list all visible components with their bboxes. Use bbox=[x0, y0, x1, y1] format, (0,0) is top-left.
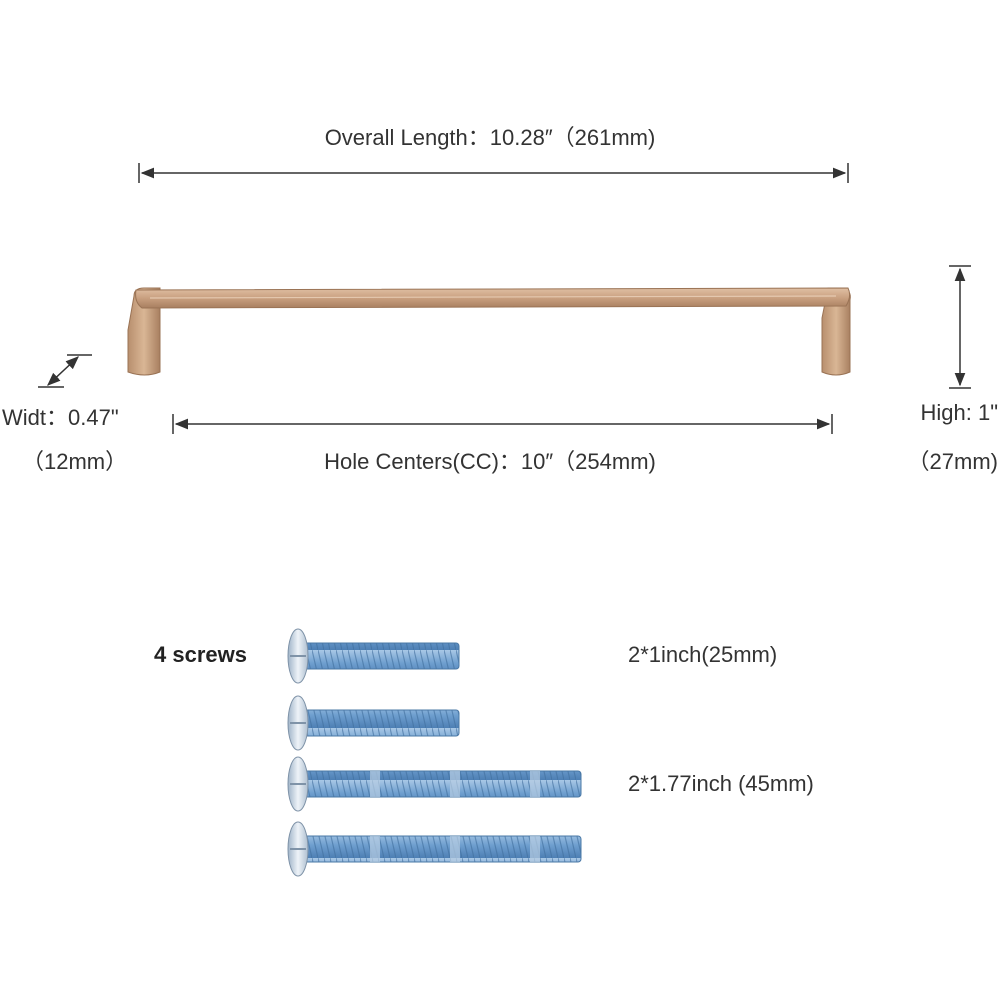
short-screw-1 bbox=[287, 628, 460, 684]
overall-length-label: Overall Length：10.28″（261mm) bbox=[324, 125, 656, 150]
cabinet-handle bbox=[127, 287, 851, 376]
width-label: Widt：0.47" bbox=[2, 405, 119, 430]
width-mm-label: （12mm） bbox=[22, 449, 128, 474]
long-screw-1 bbox=[287, 756, 582, 812]
short-screw-2 bbox=[287, 695, 460, 751]
height-dimension bbox=[949, 265, 971, 389]
hole-centers-dimension bbox=[172, 414, 833, 434]
long-screw-label: 2*1.77inch (45mm) bbox=[628, 771, 814, 796]
long-screw-2 bbox=[287, 821, 582, 877]
height-mm-label: （27mm) bbox=[907, 449, 998, 474]
width-dimension bbox=[38, 354, 92, 388]
height-label: High: 1" bbox=[920, 400, 998, 425]
short-screw-label: 2*1inch(25mm) bbox=[628, 642, 778, 667]
hole-centers-label: Hole Centers(CC)：10″（254mm) bbox=[324, 449, 656, 474]
overall-length-dimension bbox=[138, 163, 849, 183]
screws-title: 4 screws bbox=[154, 642, 247, 667]
